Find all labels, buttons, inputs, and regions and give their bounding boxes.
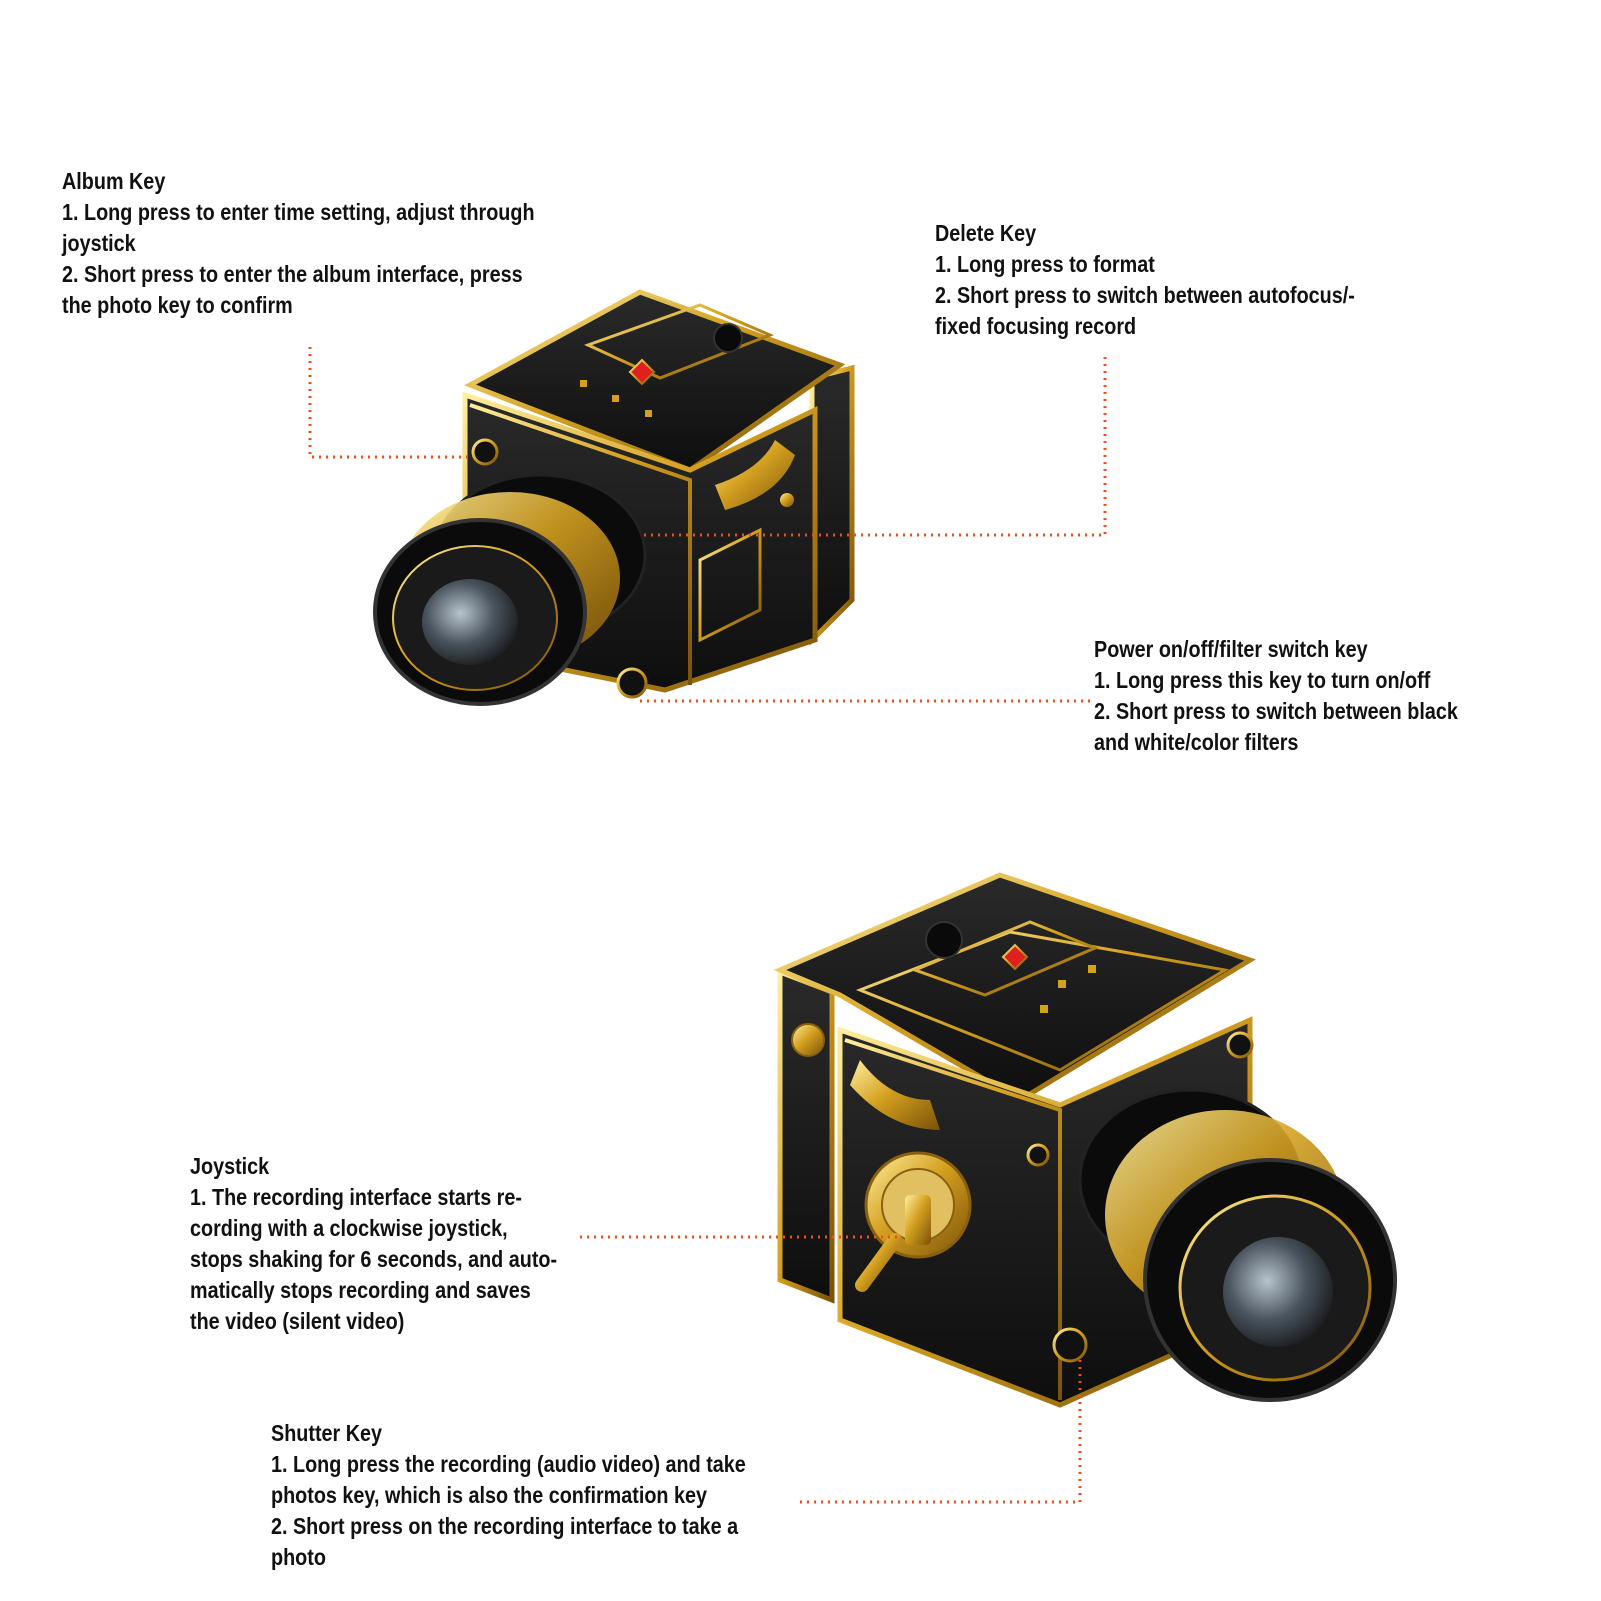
- delete-key-line-2: 2. Short press to switch between autofoc…: [935, 282, 1355, 308]
- delete-key-title: Delete Key: [935, 220, 1037, 246]
- joystick-line-4: matically stops recording and saves: [190, 1277, 531, 1303]
- album-key-title: Album Key: [62, 168, 166, 194]
- shutter-key-line-1: 1. Long press the recording (audio video…: [271, 1451, 746, 1477]
- power-key-line-3: and white/color filters: [1094, 729, 1299, 755]
- album-key-line-3: 2. Short press to enter the album interf…: [62, 261, 523, 287]
- shutter-key-title: Shutter Key: [271, 1420, 383, 1446]
- shutter-key-line-4: photo: [271, 1544, 326, 1570]
- power-key-title: Power on/off/filter switch key: [1094, 636, 1368, 662]
- power-key-callout: Power on/off/filter switch key 1. Long p…: [1094, 634, 1458, 758]
- joystick-title: Joystick: [190, 1153, 270, 1179]
- joystick-line-3: stops shaking for 6 seconds, and auto-: [190, 1246, 558, 1272]
- album-key-callout: Album Key 1. Long press to enter time se…: [62, 166, 535, 321]
- power-key-line-1: 1. Long press this key to turn on/off: [1094, 667, 1431, 693]
- delete-key-line-1: 1. Long press to format: [935, 251, 1155, 277]
- album-key-leader: [308, 347, 473, 459]
- joystick-callout: Joystick 1. The recording interface star…: [190, 1151, 557, 1337]
- joystick-line-5: the video (silent video): [190, 1308, 405, 1334]
- shutter-key-leader: [800, 1355, 1082, 1504]
- camera-top-view: [373, 289, 855, 706]
- power-key-line-2: 2. Short press to switch between black: [1094, 698, 1458, 724]
- shutter-key-line-3: 2. Short press on the recording interfac…: [271, 1513, 739, 1539]
- shutter-key-line-2: photos key, which is also the confirmati…: [271, 1482, 707, 1508]
- joystick-line-2: cording with a clockwise joystick,: [190, 1215, 508, 1241]
- shutter-key-callout: Shutter Key 1. Long press the recording …: [271, 1418, 746, 1573]
- callout-lines: [308, 347, 1107, 1504]
- camera-front-view: [773, 872, 1397, 1408]
- delete-key-callout: Delete Key 1. Long press to format 2. Sh…: [935, 218, 1355, 342]
- album-key-line-2: joystick: [62, 230, 136, 256]
- album-key-line-1: 1. Long press to enter time setting, adj…: [62, 199, 535, 225]
- album-key-line-4: the photo key to confirm: [62, 292, 293, 318]
- delete-key-line-3: fixed focusing record: [935, 313, 1137, 339]
- joystick-line-1: 1. The recording interface starts re-: [190, 1184, 522, 1210]
